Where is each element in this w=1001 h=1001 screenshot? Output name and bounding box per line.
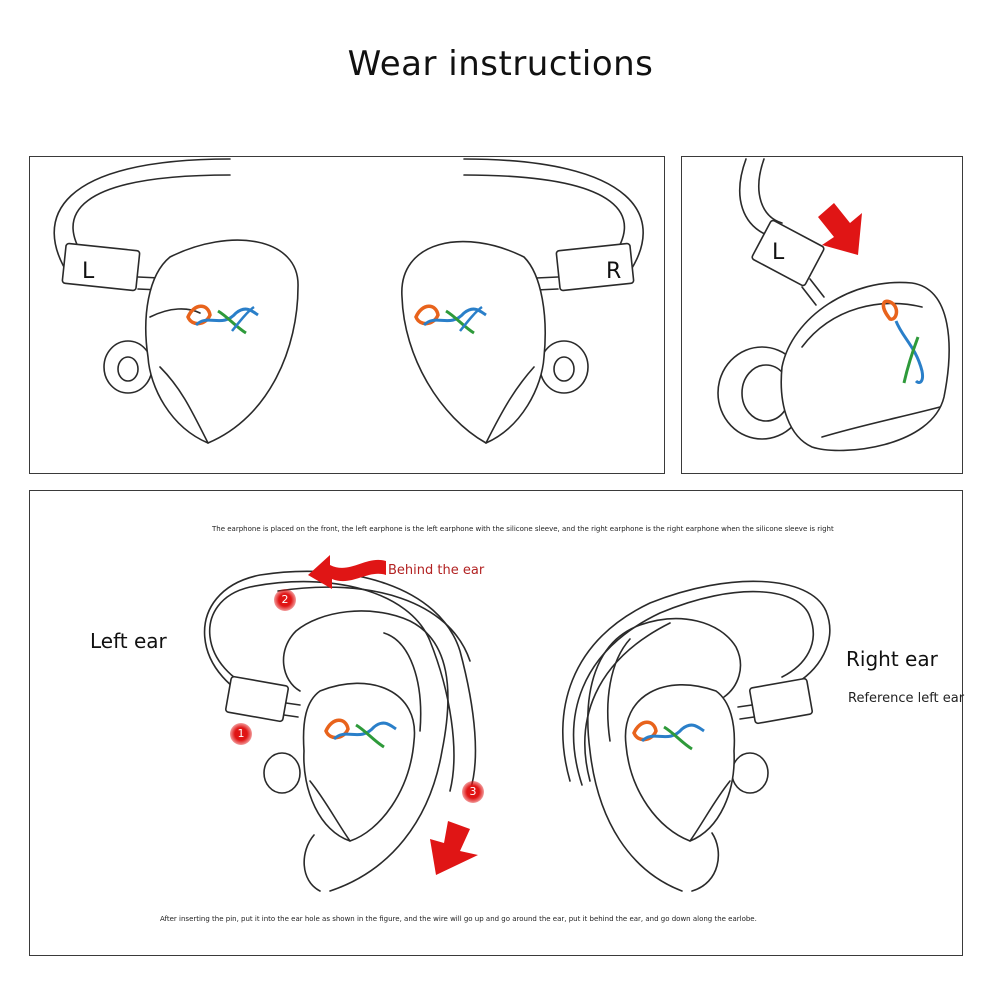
reference-left-ear-label: Reference left ear — [848, 691, 965, 706]
right-ear-plug-icon — [737, 677, 814, 725]
left-ear-label: Left ear — [90, 629, 167, 653]
behind-the-ear-label: Behind the ear — [388, 563, 485, 578]
earphone-icon — [717, 281, 950, 452]
right-earphone-icon — [401, 240, 589, 444]
plug-insertion-illustration: L — [717, 158, 950, 452]
plug-label-l: L — [772, 240, 785, 265]
left-ear-icon — [282, 610, 449, 892]
plug-label-r: R — [606, 259, 621, 284]
wearing-illustration — [203, 555, 831, 892]
panel-plug-insertion: L — [681, 156, 963, 474]
left-ear-plug-icon — [224, 675, 301, 723]
panel-wearing: The earphone is placed on the front, the… — [29, 490, 965, 956]
step-1-badge: 1 — [230, 723, 252, 745]
caption-top: The earphone is placed on the front, the… — [212, 525, 834, 533]
step-3-badge: 3 — [462, 781, 484, 803]
right-ear-earphone-icon — [624, 683, 769, 842]
right-ear-icon — [587, 617, 742, 892]
behind-the-ear-arrow-icon — [308, 555, 386, 589]
step-2-badge: 2 — [274, 589, 296, 611]
plug-label-l: L — [82, 259, 95, 284]
panel-earphone-pair: L R — [29, 156, 665, 474]
plug-icon: L — [751, 219, 825, 306]
down-arrow-icon — [430, 821, 478, 875]
left-ear-earphone-icon — [263, 682, 416, 842]
earphone-pair-illustration: L R — [53, 158, 644, 444]
caption-bottom: After inserting the pin, put it into the… — [160, 915, 757, 923]
left-earphone-icon — [103, 239, 299, 444]
right-plug-icon: R — [535, 242, 635, 292]
right-ear-label: Right ear — [846, 647, 938, 671]
page-title: Wear instructions — [347, 44, 654, 84]
insert-arrow-icon — [818, 203, 862, 255]
left-plug-icon: L — [61, 242, 161, 292]
